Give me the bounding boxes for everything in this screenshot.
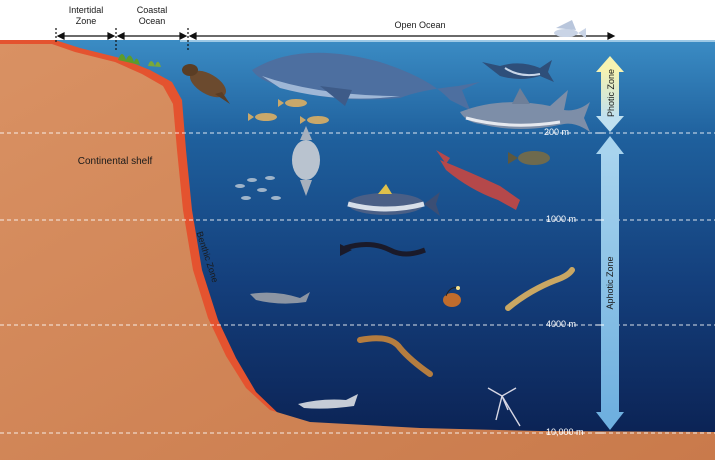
continental-shelf-label: Continental shelf xyxy=(60,156,170,167)
open-ocean-label: Open Ocean xyxy=(360,20,480,31)
photic-zone-label: Photic Zone xyxy=(606,68,616,118)
aphotic-zone-label: Aphotic Zone xyxy=(605,253,615,313)
flying-fish-illustration xyxy=(554,20,586,38)
depth-label-10000m: 10,000 m xyxy=(546,427,584,437)
depth-label-1000m: 1000 m xyxy=(546,214,576,224)
depth-label-200m: 200 m xyxy=(544,127,569,137)
intertidal-zone-label: Intertidal Zone xyxy=(58,5,114,27)
coastal-ocean-label: Coastal Ocean xyxy=(120,5,184,27)
depth-label-4000m: 4000 m xyxy=(546,319,576,329)
